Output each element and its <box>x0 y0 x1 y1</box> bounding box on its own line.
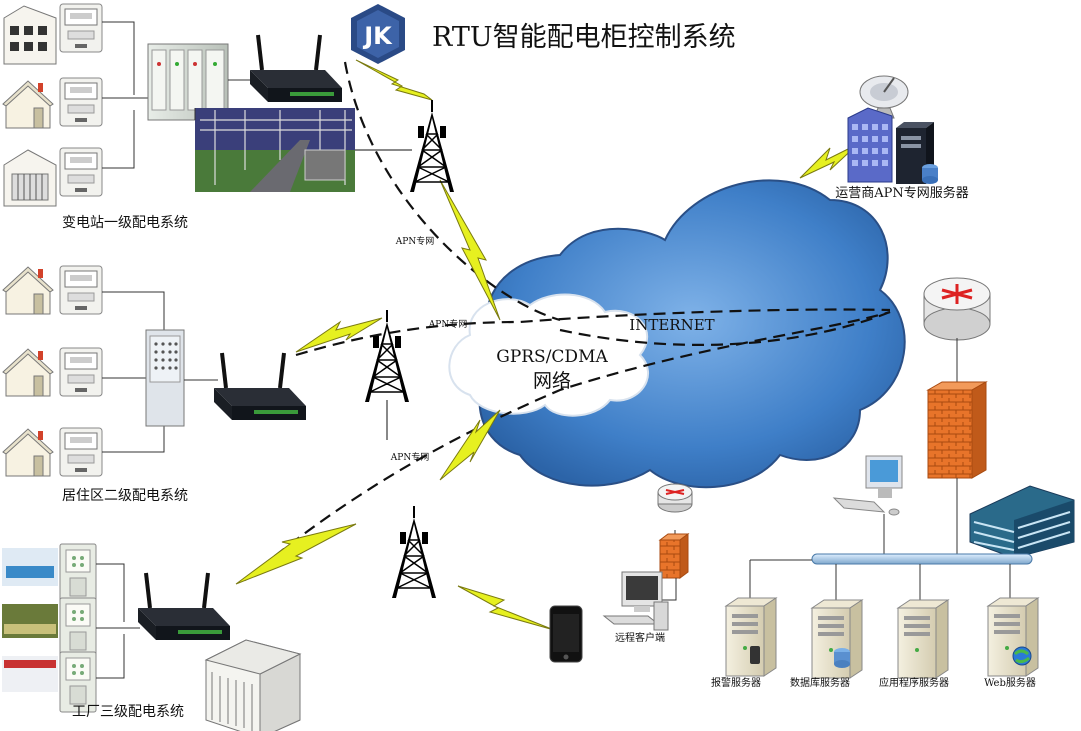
firewall-icon <box>926 381 988 479</box>
server-tower-icon <box>896 122 938 184</box>
house-icon <box>2 266 54 315</box>
lightning-icon <box>235 523 357 585</box>
logo: JK <box>351 4 405 64</box>
meter-icon <box>59 427 103 477</box>
office-tower-icon <box>847 107 893 183</box>
factory-photo-1 <box>2 548 58 586</box>
rtu-router-icon <box>212 351 308 422</box>
rtu-router-icon <box>248 33 344 104</box>
distribution-cabinet-icon <box>145 329 185 427</box>
rtu-router-icon <box>136 571 232 642</box>
lightning-icon <box>355 59 433 101</box>
substation-section: 变电站一级配电系统 <box>2 3 355 231</box>
lightning-icon <box>457 585 555 631</box>
remote-client-label: 远程客户端 <box>615 631 665 644</box>
link-factory-internet <box>244 310 891 581</box>
connector-line <box>102 291 165 453</box>
server-label: 报警服务器 <box>711 676 761 689</box>
wireless-links <box>235 59 859 631</box>
factory-photo-3 <box>2 656 58 692</box>
link-cloud-router <box>559 310 891 346</box>
alarm-server-icon <box>725 597 777 677</box>
distribution-cabinet-icon <box>147 43 229 121</box>
server-label: 数据库服务器 <box>790 676 850 689</box>
link-substation-cloud <box>343 61 561 322</box>
meter-cabinet-icon <box>59 597 97 659</box>
connector-line <box>749 559 1011 600</box>
apn-link-label: APN专网 <box>395 235 434 247</box>
connector-line <box>102 21 148 169</box>
meter-cabinet-icon <box>59 651 97 713</box>
meter-icon <box>59 265 103 315</box>
factory-photo-2 <box>2 604 58 638</box>
dashed-links <box>244 61 891 581</box>
smartphone-icon <box>549 605 583 663</box>
substation-photo <box>195 108 355 192</box>
section-label-residential: 居住区二级配电系统 <box>62 488 188 504</box>
lan-bus <box>811 553 1033 565</box>
connector-line <box>656 578 677 601</box>
internet-label: INTERNET <box>629 316 714 334</box>
workstation-icon <box>832 455 903 516</box>
gprs-cloud <box>448 293 650 417</box>
house-icon <box>2 428 54 477</box>
client-router-icon <box>657 483 693 513</box>
section-label-factory: 工厂三级配电系统 <box>72 704 184 720</box>
connector-line <box>96 563 140 679</box>
meter-icon <box>59 147 103 197</box>
meter-icon <box>59 347 103 397</box>
web-server-icon <box>987 597 1039 677</box>
apn-link-label: APN专网 <box>428 318 467 330</box>
core-router-icon <box>923 277 991 341</box>
apn-link-label: APN专网 <box>390 451 429 463</box>
client-firewall-icon <box>658 533 690 579</box>
operator-server-label: 运营商APN专网服务器 <box>835 185 969 201</box>
house-icon <box>2 80 54 129</box>
industrial-building-icon <box>204 639 302 731</box>
database-server-icon <box>811 599 863 679</box>
operator-apn-server: 运营商APN专网服务器 <box>835 75 969 201</box>
residential-section: 居住区二级配电系统 <box>2 265 308 504</box>
cell-tower-icon <box>391 505 437 599</box>
office-building-icon <box>969 485 1075 559</box>
house-icon <box>2 348 54 397</box>
meter-icon <box>59 77 103 127</box>
logo-letters: JK <box>362 22 393 50</box>
lightning-icon <box>439 179 501 321</box>
link-residential-internet <box>295 308 891 357</box>
diagram-title: RTU智能配电柜控制系统 <box>432 22 736 53</box>
cell-tower-icon <box>409 99 455 193</box>
office-building-icon <box>3 5 57 65</box>
server-label: 应用程序服务器 <box>879 676 949 689</box>
lightning-icon <box>295 317 383 353</box>
cloud-label-network: 网络 <box>533 370 571 392</box>
meter-icon <box>59 3 103 53</box>
server-label: Web服务器 <box>984 676 1036 689</box>
factory-section: 工厂三级配电系统 <box>2 543 302 731</box>
factory-building-icon <box>3 149 57 207</box>
cloud-label-gprs: GPRS/CDMA <box>496 347 608 367</box>
meter-cabinet-icon <box>59 543 97 605</box>
lightning-icon <box>439 409 501 481</box>
client-computer-icon <box>602 571 669 631</box>
section-label-substation: 变电站一级配电系统 <box>62 215 188 231</box>
app-server-icon <box>897 599 949 679</box>
